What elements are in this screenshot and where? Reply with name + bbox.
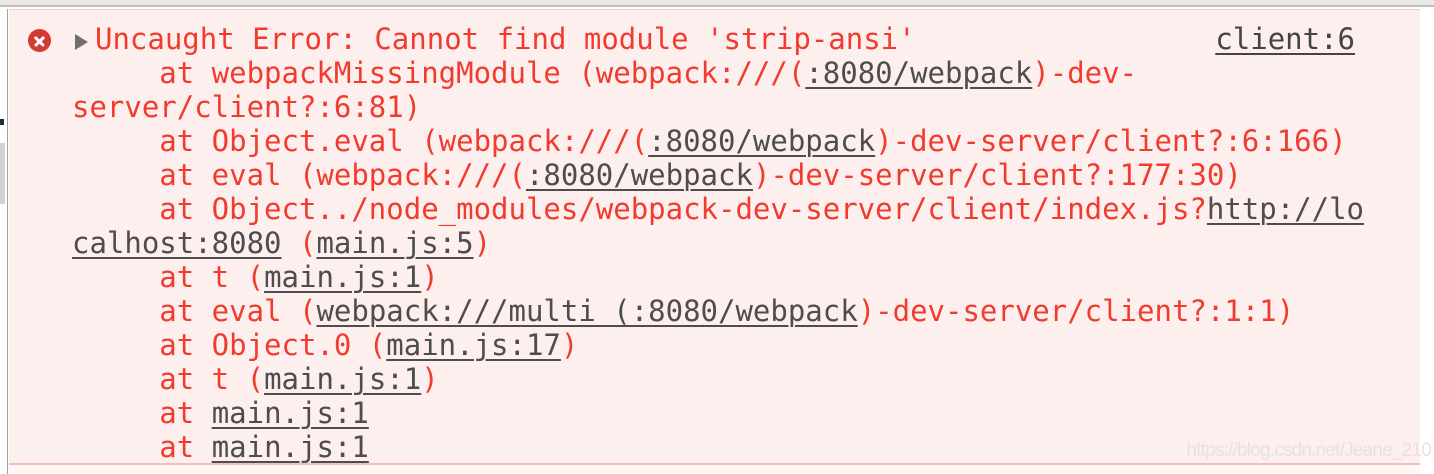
watermark-text: https://blog.csdn.net/Jeane_210 — [1186, 440, 1431, 461]
message-text: )-dev-server/client?:1:1) — [857, 294, 1295, 328]
disclosure-triangle-icon[interactable] — [75, 34, 88, 50]
message-text: at t ( — [72, 362, 265, 396]
message-text: ) — [421, 362, 439, 396]
message-text: ) — [560, 328, 579, 362]
message-text: at t ( — [72, 260, 265, 294]
stack-trace-line: at eval (webpack:///(:8080/webpack)-dev-… — [72, 158, 1364, 192]
stack-frame-link[interactable]: :8080/webpack — [525, 158, 753, 192]
console-left-gutter — [0, 9, 8, 474]
message-text: Uncaught Error: Cannot find module 'stri… — [95, 22, 916, 56]
console-error-entry: client:6 Uncaught Error: Cannot find mod… — [9, 9, 1420, 465]
stack-frame-link[interactable]: http://lo — [1206, 192, 1365, 226]
message-text: server/client?:6:81) — [72, 90, 422, 124]
stack-frame-link[interactable]: main.js:17 — [386, 328, 561, 362]
stack-frame-link[interactable]: main.js:5 — [316, 226, 474, 260]
error-icon — [28, 29, 51, 52]
toolbar-bottom-edge — [0, 0, 1434, 7]
stack-frame-link[interactable]: webpack:///multi (:8080/webpack — [316, 294, 858, 328]
message-text: at eval ( — [72, 294, 317, 328]
error-summary-line: Uncaught Error: Cannot find module 'stri… — [72, 22, 1364, 56]
stack-trace-line: at Object.0 (main.js:17) — [72, 328, 1364, 362]
message-text: at — [72, 396, 212, 430]
stack-trace-line: at t (main.js:1) — [72, 260, 1364, 294]
stack-trace-line: at t (main.js:1) — [72, 362, 1364, 396]
stack-frame-link[interactable]: :8080/webpack — [805, 56, 1033, 90]
message-text: at Object.0 ( — [72, 328, 387, 362]
message-text: ) — [473, 226, 492, 260]
stack-trace-line: calhost:8080 (main.js:5) — [72, 226, 1364, 260]
stack-trace-line: at main.js:1 — [72, 430, 1364, 464]
next-entry-background — [9, 465, 1420, 474]
stack-frame-link[interactable]: main.js:1 — [264, 362, 422, 396]
stack-trace-line: at main.js:1 — [72, 396, 1364, 430]
stack-trace-line: server/client?:6:81) — [72, 90, 1364, 124]
stack-frame-link[interactable]: main.js:1 — [264, 260, 422, 294]
message-text: )-dev- — [1032, 56, 1138, 90]
stack-trace-line: at eval (webpack:///multi (:8080/webpack… — [72, 294, 1364, 328]
stack-frame-link[interactable]: calhost:8080 — [72, 226, 282, 260]
message-text: )-dev-server/client?:177:30) — [752, 158, 1242, 192]
message-text: at webpackMissingModule (webpack:///( — [72, 56, 806, 90]
stack-trace-line: at Object../node_modules/webpack-dev-ser… — [72, 192, 1364, 226]
error-message: Uncaught Error: Cannot find module 'stri… — [72, 22, 1364, 464]
message-text: at — [72, 430, 212, 464]
stack-frame-link[interactable]: :8080/webpack — [648, 124, 876, 158]
source-location-link[interactable]: client:6 — [1215, 22, 1355, 56]
message-text: ) — [421, 260, 439, 294]
message-text: at eval (webpack:///( — [72, 158, 526, 192]
message-text: at Object../node_modules/webpack-dev-ser… — [72, 192, 1207, 226]
stack-frame-link[interactable]: main.js:1 — [211, 430, 369, 464]
message-text: ( — [281, 226, 317, 260]
stack-frame-link[interactable]: main.js:1 — [211, 396, 369, 430]
stack-trace-line: at Object.eval (webpack:///(:8080/webpac… — [72, 124, 1364, 158]
stack-trace-line: at webpackMissingModule (webpack:///(:80… — [72, 56, 1364, 90]
scrollbar-thumb[interactable] — [0, 143, 5, 204]
gutter-marker — [0, 119, 4, 125]
message-text: at Object.eval (webpack:///( — [72, 124, 649, 158]
message-text: )-dev-server/client?:6:166) — [875, 124, 1347, 158]
